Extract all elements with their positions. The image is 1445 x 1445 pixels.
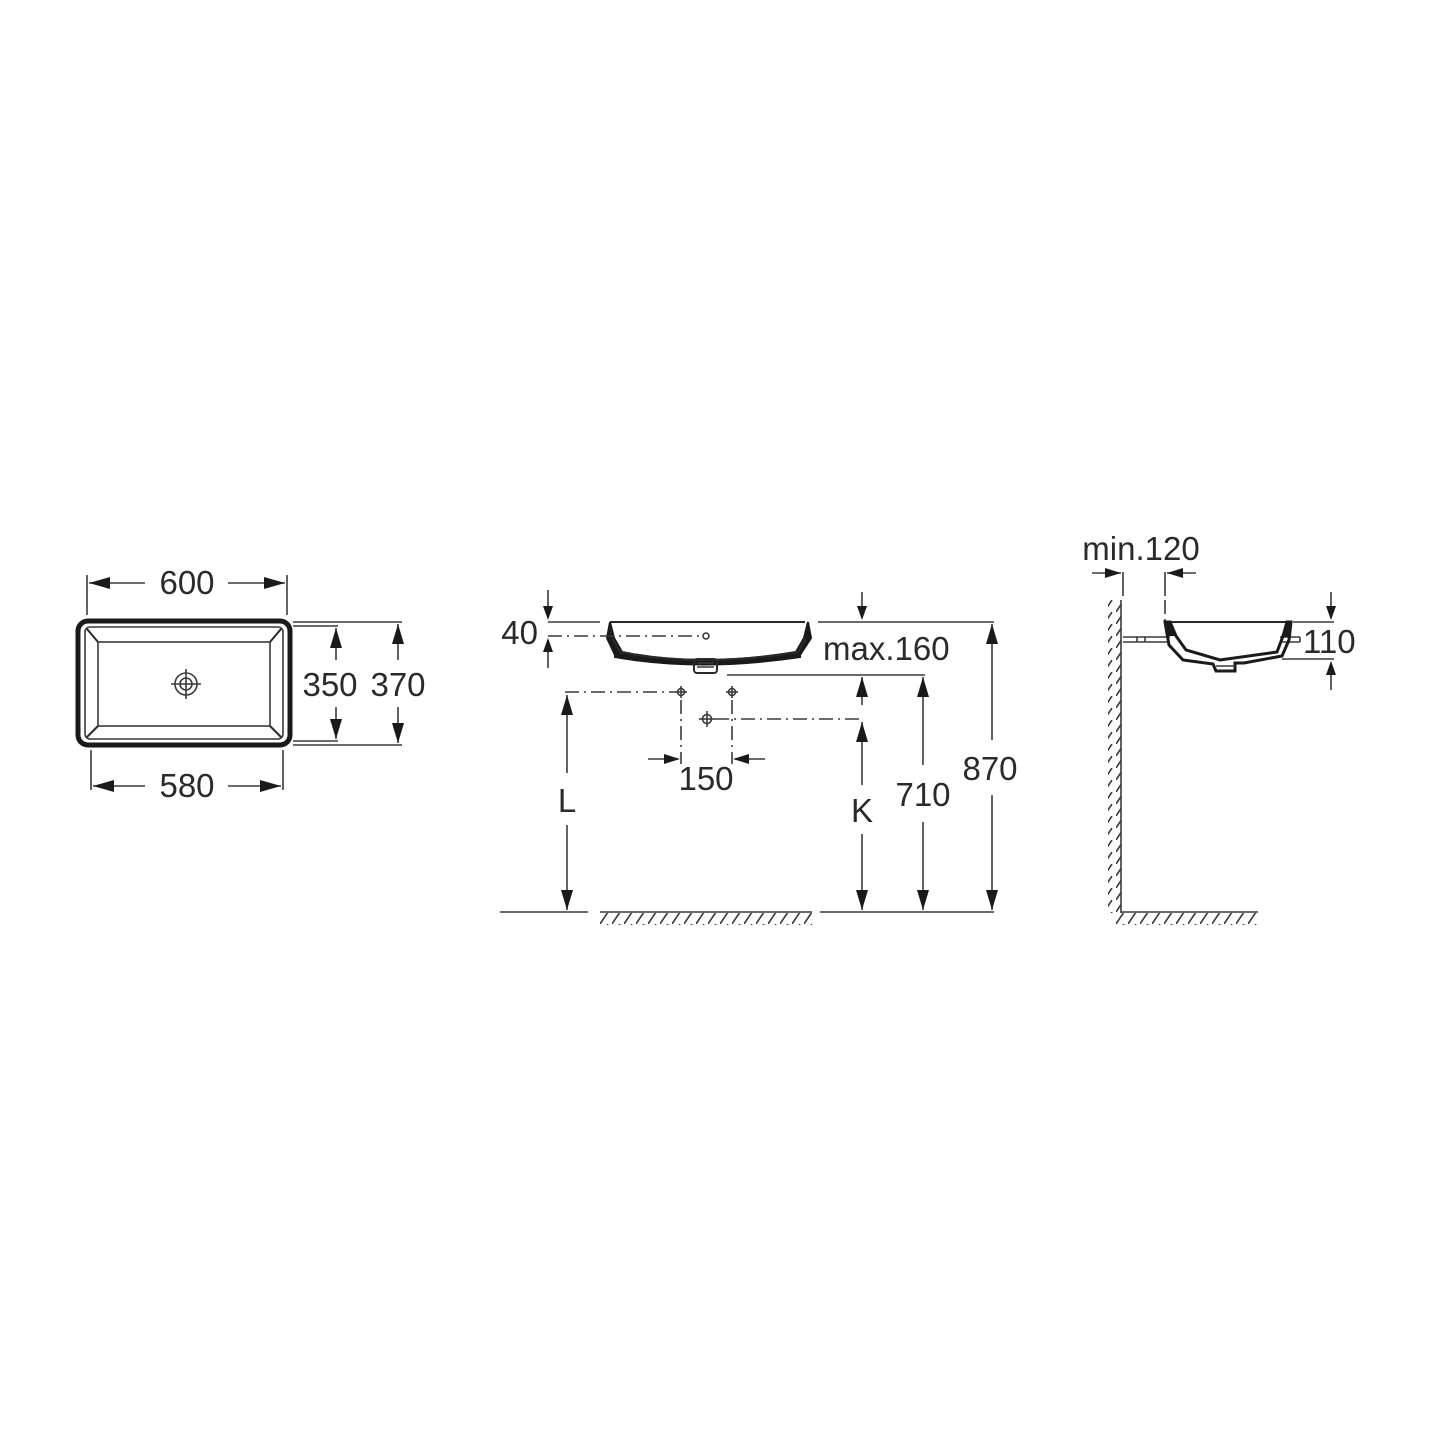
- floor-line: [500, 911, 994, 925]
- height-870-label: 870: [962, 750, 1017, 787]
- tap-hole-left-icon: [675, 686, 687, 698]
- basin-bowl: [97, 641, 271, 727]
- basin-front-profile: [548, 621, 813, 674]
- dimension-K-label: K: [851, 792, 873, 829]
- wall: [1108, 600, 1258, 925]
- max-drain-depth-label: max.160: [823, 630, 950, 667]
- plan-inner-width-label: 580: [159, 767, 214, 804]
- front-view: 40 max.160 150: [500, 590, 1018, 925]
- tap-spacing-label: 150: [678, 760, 733, 797]
- plan-view: 600 580 350 370: [75, 564, 426, 804]
- rim-to-tap-axis-label: 40: [501, 614, 538, 651]
- plan-inner-depth-label: 350: [302, 666, 357, 703]
- dimension-L-label: L: [558, 782, 576, 819]
- plan-overall-depth-label: 370: [370, 666, 425, 703]
- plan-overall-width-label: 600: [159, 564, 214, 601]
- side-view: min.120: [1082, 530, 1356, 925]
- basin-outline: [75, 618, 293, 748]
- min-wall-distance-label: min.120: [1082, 530, 1199, 567]
- tap-hole-center-icon: [699, 711, 715, 727]
- height-710-label: 710: [895, 776, 950, 813]
- drain-icon: [171, 669, 201, 699]
- tap-hole-right-icon: [726, 686, 738, 698]
- basin-height-label: 110: [1303, 623, 1356, 660]
- basin-side-profile: [1163, 620, 1293, 673]
